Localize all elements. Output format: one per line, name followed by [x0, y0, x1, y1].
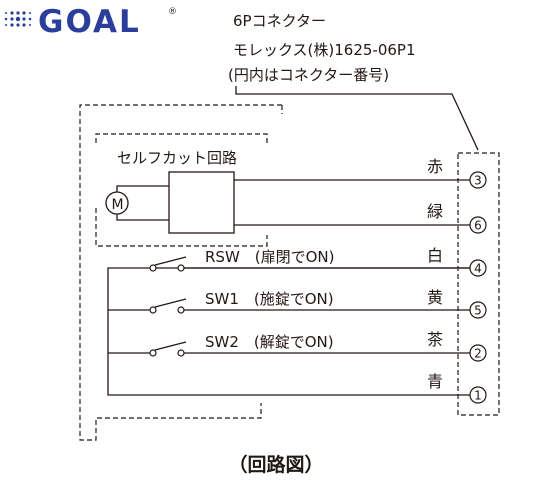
connector-pin-1: 1	[469, 386, 487, 404]
self-cut-circuit-outline-bottom	[95, 208, 268, 247]
motor-symbol: M	[112, 197, 124, 213]
connector-model: モレックス(株)1625-06P1	[233, 41, 416, 59]
svg-text:5: 5	[474, 304, 482, 318]
lock-body-outline	[79, 104, 282, 441]
self-cut-module	[168, 171, 235, 234]
logo-dot-grid-icon	[4, 11, 32, 27]
logo-registered-mark: ®	[168, 7, 177, 17]
logo-text: GOAL	[38, 4, 141, 40]
wire-color-label-yellow: 黄	[427, 288, 443, 307]
goal-logo: GOAL ®	[4, 4, 177, 40]
switch-label-sw2: SW2 (解錠でON)	[205, 333, 334, 351]
svg-text:2: 2	[474, 347, 482, 361]
self-cut-circuit-outline-top	[95, 133, 268, 143]
connector-pin-4: 4	[469, 259, 487, 277]
wire-color-label-white: 白	[427, 246, 443, 265]
connector-pin-6: 6	[469, 216, 487, 234]
wire-color-label-brown: 茶	[427, 330, 443, 349]
switch-rsw	[149, 256, 187, 272]
self-cut-circuit-label: セルフカット回路	[117, 149, 237, 167]
switch-sw1	[149, 298, 187, 314]
svg-text:6: 6	[474, 219, 482, 233]
connector-pin-5: 5	[469, 301, 487, 319]
common-bus	[107, 267, 470, 396]
connector-leader-line	[235, 86, 479, 151]
wire-color-label-green: 緑	[427, 202, 443, 221]
connector-pin-3: 3	[469, 171, 487, 189]
connector-housing	[457, 152, 500, 416]
diagram-caption: （回路図）	[228, 453, 323, 476]
wire-color-label-red: 赤	[427, 157, 443, 176]
switch-sw2	[149, 341, 187, 357]
connector-note: (円内はコネクター番号)	[228, 66, 389, 84]
svg-text:3: 3	[474, 174, 482, 188]
motor-wire-top	[116, 185, 169, 192]
wire-color-label-blue: 青	[427, 372, 443, 391]
connector-title: 6Pコネクター	[233, 12, 326, 30]
switch-label-sw1: SW1 (施錠でON)	[205, 290, 334, 308]
connector-pin-2: 2	[469, 344, 487, 362]
svg-text:1: 1	[474, 389, 482, 403]
motor-wire-bottom	[116, 214, 169, 221]
svg-text:4: 4	[474, 262, 482, 276]
switch-label-rsw: RSW (扉閉でON)	[205, 248, 335, 266]
